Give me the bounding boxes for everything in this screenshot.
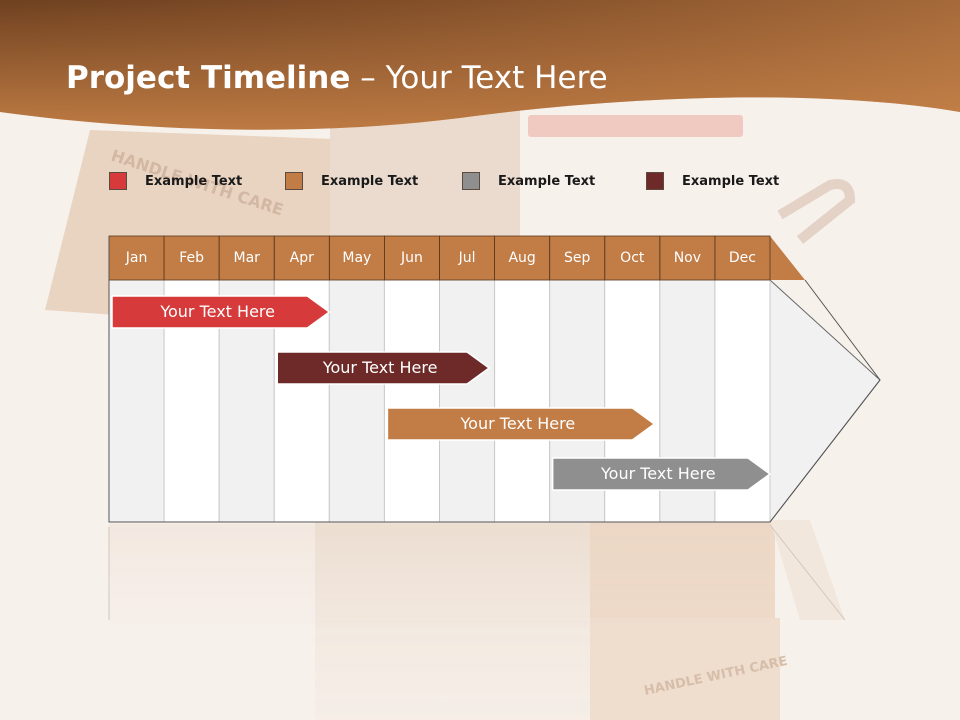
month-label-may: May [342,250,372,266]
legend-item-dark-red: Example Text [646,171,779,191]
month-label-jul: Jul [458,250,476,266]
legend-item-orange: Example Text [285,171,418,191]
month-label-jan: Jan [125,250,148,266]
month-label-dec: Dec [728,250,756,266]
task-arrow-3 [386,407,656,441]
legend-swatch-gray [462,172,480,190]
page-title: Project Timeline – Your Text Here [66,60,608,96]
legend-swatch-orange [285,172,303,190]
task-label-1: Your Text Here [160,302,275,321]
legend-label: Example Text [145,173,243,189]
month-column [328,279,385,523]
month-label-feb: Feb [179,250,205,266]
month-label-aug: Aug [508,250,536,266]
month-header-cell [714,235,771,281]
month-label-nov: Nov [673,250,702,266]
month-label-mar: Mar [233,250,260,266]
month-column [494,279,551,523]
legend-item-gray: Example Text [462,171,595,191]
legend-label: Example Text [682,173,780,189]
month-label-apr: Apr [289,250,314,266]
timeline-border [108,236,881,523]
legend-item-red: Example Text [109,171,242,191]
month-column [383,279,440,523]
task-label-3: Your Text Here [460,414,576,433]
task-label-2: Your Text Here [322,358,438,377]
month-header-row [109,236,805,280]
month-label-sep: Sep [564,250,591,266]
task-arrow-4 [551,457,772,491]
task-arrow-1 [111,295,331,329]
task-arrow-2 [276,351,491,385]
legend-label: Example Text [498,173,596,189]
title-bold: Project Timeline [66,60,351,96]
month-column [439,279,496,523]
legend-swatch-red [109,172,127,190]
month-label-jun: Jun [401,250,423,266]
title-rest: – Your Text Here [350,60,608,96]
legend-label: Example Text [321,173,419,189]
legend-swatch-dark-red [646,172,664,190]
task-label-4: Your Text Here [601,464,716,483]
month-label-oct: Oct [620,250,645,266]
